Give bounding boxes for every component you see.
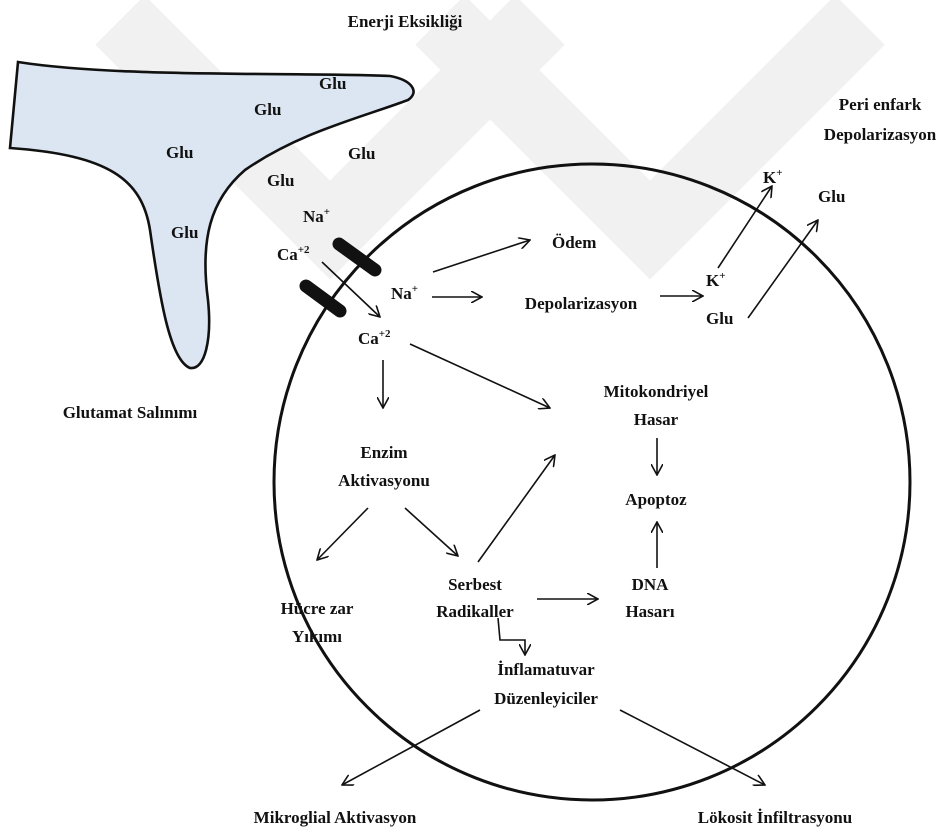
postsynaptic-neuron: [272, 162, 912, 802]
label-glu-out: Glu: [818, 187, 845, 206]
glu-cleft-2: Glu: [267, 171, 294, 190]
label-inflammatory-2: Düzenleyiciler: [494, 689, 598, 708]
label-membrane-1: Hücre zar: [281, 599, 354, 618]
label-depolarization: Depolarizasyon: [525, 294, 638, 313]
label-energy-deficit: Enerji Eksikliği: [348, 12, 463, 31]
label-na-ext: Na+: [303, 206, 330, 226]
label-edema: Ödem: [552, 233, 596, 252]
label-ca-int: Ca+2: [358, 328, 391, 348]
glu-vesicle-3: Glu: [166, 143, 193, 162]
label-ca-ext: Ca+2: [277, 244, 310, 264]
label-mito-2: Hasar: [634, 410, 679, 429]
label-na-int: Na+: [391, 283, 418, 303]
label-apoptosis: Apoptoz: [625, 490, 687, 509]
arrow-na-to-edema: [432, 240, 530, 273]
arrow-enzyme-to-radicals: [404, 507, 458, 556]
label-k-out: K+: [763, 167, 783, 187]
arrow-k-out: [717, 186, 772, 269]
glu-cleft-1: Glu: [348, 144, 375, 163]
arrow-radicals-to-mito: [477, 455, 555, 563]
glu-vesicle-2: Glu: [254, 100, 281, 119]
label-radicals-1: Serbest: [448, 575, 502, 594]
arrow-radicals-to-inflammatory: [497, 617, 525, 655]
label-peri-infarct-1: Peri enfark: [839, 95, 922, 114]
arrow-enzyme-to-membrane: [317, 507, 369, 560]
arrow-channel-to-ca: [321, 261, 380, 317]
label-inflammatory-1: İnflamatuvar: [497, 660, 595, 679]
label-enzyme-2: Aktivasyonu: [338, 471, 430, 490]
label-dna-1: DNA: [632, 575, 670, 594]
glu-vesicle-1: Glu: [319, 74, 346, 93]
label-leukocyte: Lökosit İnfiltrasyonu: [698, 808, 852, 827]
label-glutamate-release: Glutamat Salınımı: [63, 403, 198, 422]
label-microglia: Mikroglial Aktivasyon: [254, 808, 417, 827]
label-dna-2: Hasarı: [625, 602, 674, 621]
arrow-inflammatory-to-microglia: [342, 709, 481, 785]
glu-vesicle-4: Glu: [171, 223, 198, 242]
label-radicals-2: Radikaller: [436, 602, 514, 621]
labels: Enerji Eksikliği Glu Glu Glu Glu Glu Glu…: [63, 12, 937, 827]
presynaptic-terminal: [8, 60, 415, 370]
arrow-inflammatory-to-leukocyte: [619, 709, 765, 785]
arrows: [317, 186, 818, 785]
ca-channel: [299, 279, 347, 318]
arrow-glu-out: [747, 220, 818, 319]
label-peri-infarct-2: Depolarizasyon: [824, 125, 937, 144]
na-channel: [332, 237, 382, 277]
label-membrane-2: Yıkımı: [292, 627, 342, 646]
label-glu-int: Glu: [706, 309, 733, 328]
label-mito-1: Mitokondriyel: [604, 382, 709, 401]
label-enzyme-1: Enzim: [360, 443, 407, 462]
label-k-int: K+: [706, 270, 726, 290]
arrow-ca-to-mito: [409, 343, 550, 408]
